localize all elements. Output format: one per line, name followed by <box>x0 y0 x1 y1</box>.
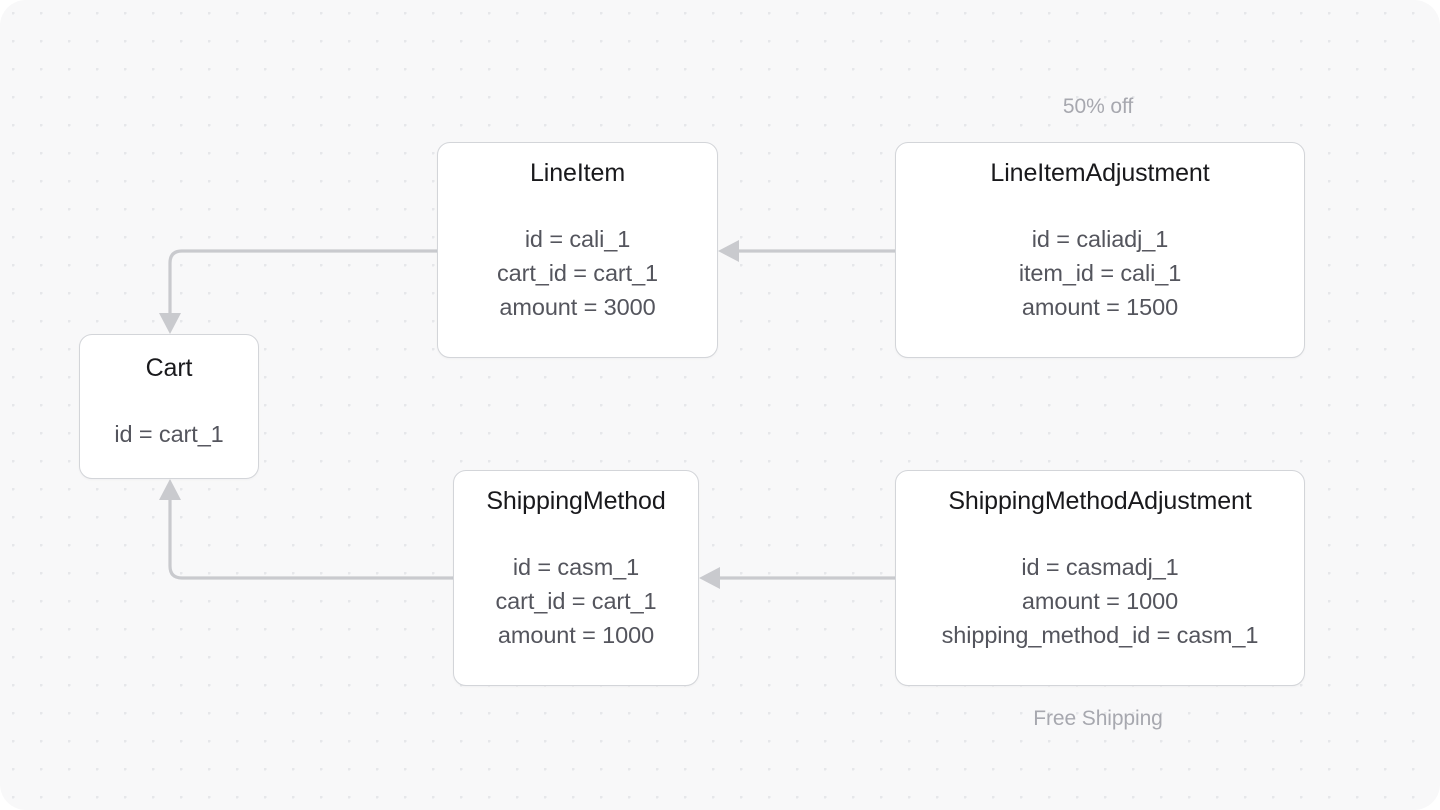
edge-lineitem-to-cart-arrowhead <box>159 313 181 334</box>
node-lineitem-field: cart_id = cart_1 <box>496 260 659 286</box>
node-lineitemadjustment-fields: id = caliadj_1 item_id = cali_1 amount =… <box>1019 226 1181 321</box>
edge-lineitem-to-cart <box>168 249 437 320</box>
node-shippingmethodadjustment-title: ShippingMethodAdjustment <box>948 487 1252 515</box>
node-cart-title: Cart <box>145 354 193 382</box>
node-shippingmethod-field: cart_id = cart_1 <box>495 588 657 614</box>
node-shippingmethod-fields: id = casm_1 cart_id = cart_1 amount = 10… <box>495 554 656 649</box>
node-lineitem-fields: id = cali_1 cart_id = cart_1 amount = 30… <box>497 226 658 321</box>
node-cart-fields: id = cart_1 <box>114 421 223 448</box>
node-shippingmethod[interactable]: ShippingMethod id = casm_1 cart_id = car… <box>453 470 699 686</box>
node-lineitem-field: id = cali_1 <box>524 226 631 252</box>
edge-shippingmethod-to-cart-arrowhead <box>159 479 181 500</box>
edge-shippingmethodadjustment-to-shippingmethod-arrowhead <box>699 567 720 589</box>
node-shippingmethodadjustment-field: id = casmadj_1 <box>1021 554 1179 580</box>
node-cart[interactable]: Cart id = cart_1 <box>79 334 259 479</box>
node-cart-field: id = cart_1 <box>114 421 224 447</box>
node-lineitem[interactable]: LineItem id = cali_1 cart_id = cart_1 am… <box>437 142 718 358</box>
node-shippingmethod-field: id = casm_1 <box>512 554 640 580</box>
node-shippingmethodadjustment-field: shipping_method_id = casm_1 <box>941 622 1259 648</box>
node-shippingmethodadjustment[interactable]: ShippingMethodAdjustment id = casmadj_1 … <box>895 470 1305 686</box>
node-shippingmethodadjustment-field: amount = 1000 <box>1021 588 1179 614</box>
node-lineitemadjustment[interactable]: LineItemAdjustment id = caliadj_1 item_i… <box>895 142 1305 358</box>
edge-shippingmethod-to-cart <box>168 493 453 580</box>
edge-lineitemadjustment-to-lineitem-arrowhead <box>718 240 739 262</box>
node-lineitem-field: amount = 3000 <box>499 294 656 320</box>
edge-label-free-shipping: Free Shipping <box>1033 707 1163 730</box>
node-shippingmethodadjustment-fields: id = casmadj_1 amount = 1000 shipping_me… <box>942 554 1259 649</box>
node-lineitemadjustment-field: amount = 1500 <box>1021 294 1179 320</box>
node-shippingmethod-field: amount = 1000 <box>497 622 655 648</box>
node-lineitemadjustment-field: item_id = cali_1 <box>1018 260 1182 286</box>
node-shippingmethod-title: ShippingMethod <box>486 487 666 515</box>
node-lineitemadjustment-field: id = caliadj_1 <box>1031 226 1169 252</box>
node-lineitemadjustment-title: LineItemAdjustment <box>990 159 1210 187</box>
edge-label-discount: 50% off <box>1062 95 1134 118</box>
node-lineitem-title: LineItem <box>529 159 626 187</box>
